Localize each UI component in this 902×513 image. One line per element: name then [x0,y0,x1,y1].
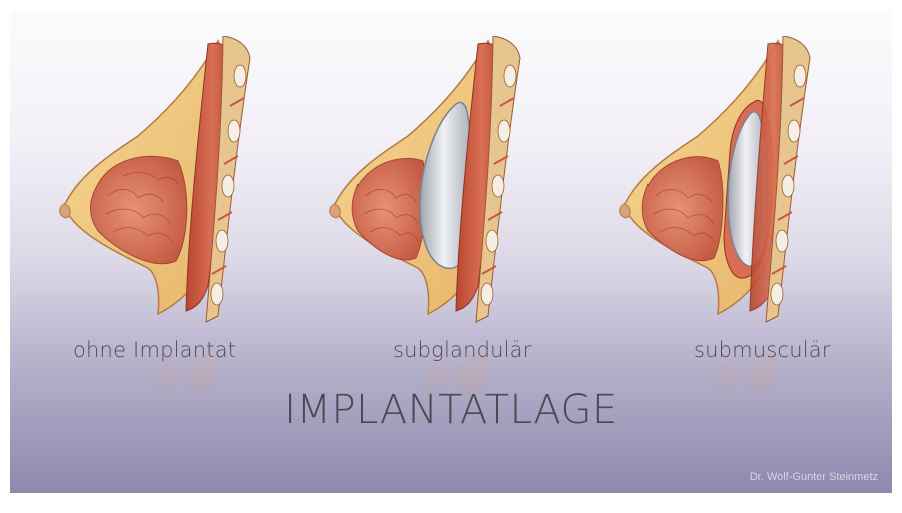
breast-illustration-no-implant [58,36,288,336]
label-submuscular: submusculär [694,338,831,362]
bottom-margin [0,493,902,513]
page-margin [0,0,10,513]
label-no-implant: ohne Implantat [73,338,236,362]
label-subglandular: subglandulär [393,338,532,362]
breast-illustration-subglandular [328,36,558,336]
breast-illustration-submuscular [618,36,848,336]
slide: ohne Implantat subglandulär submusculär … [10,10,892,493]
slide-title: IMPLANTATLAGE [10,387,892,433]
author-credit: Dr. Wolf-Gunter Steinmetz [750,471,878,483]
